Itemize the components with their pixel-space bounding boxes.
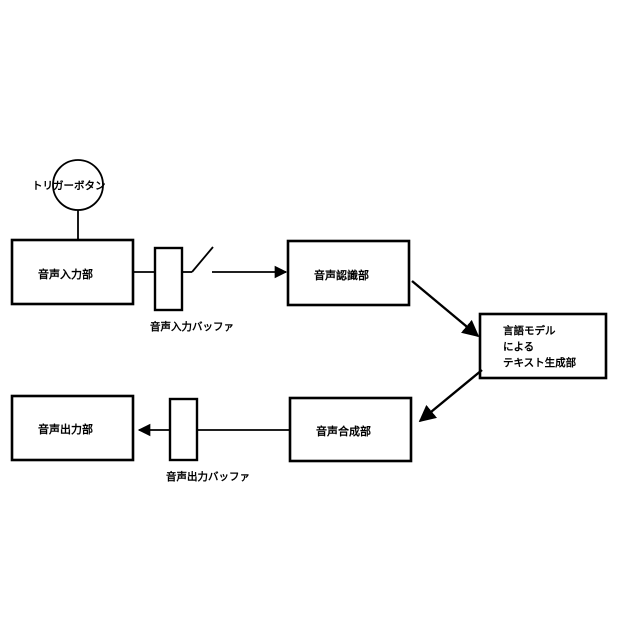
speech-recognition-label: 音声認識部 <box>314 268 369 282</box>
text-generation-line-2: による <box>503 341 534 353</box>
speech-recognition-node: 音声認識部 <box>288 241 409 305</box>
arrow-to-text-generation <box>412 281 478 336</box>
trigger-button-node: トリガーボタン <box>32 160 106 240</box>
trigger-button-label: トリガーボタン <box>32 179 106 192</box>
output-buffer-label: 音声出力バッファ <box>166 470 250 483</box>
output-buffer-box <box>170 399 197 460</box>
speech-synthesis-label: 音声合成部 <box>316 424 371 438</box>
text-generation-node: 言語モデル による テキスト生成部 <box>480 314 606 378</box>
voice-input-node: 音声入力部 <box>12 240 133 304</box>
switch-lever <box>192 247 213 272</box>
voice-output-node: 音声出力部 <box>12 396 133 460</box>
voice-input-label: 音声入力部 <box>38 267 93 281</box>
speech-synthesis-node: 音声合成部 <box>290 398 411 461</box>
text-generation-line-1: 言語モデル <box>503 324 556 337</box>
text-generation-line-3: テキスト生成部 <box>503 356 577 369</box>
input-buffer-box <box>155 248 182 310</box>
input-buffer-node: 音声入力バッファ <box>133 248 234 333</box>
arrow-to-synthesis <box>420 370 482 421</box>
output-buffer-node: 音声出力バッファ <box>166 399 250 483</box>
voice-output-label: 音声出力部 <box>38 422 93 436</box>
input-buffer-label: 音声入力バッファ <box>150 320 234 333</box>
